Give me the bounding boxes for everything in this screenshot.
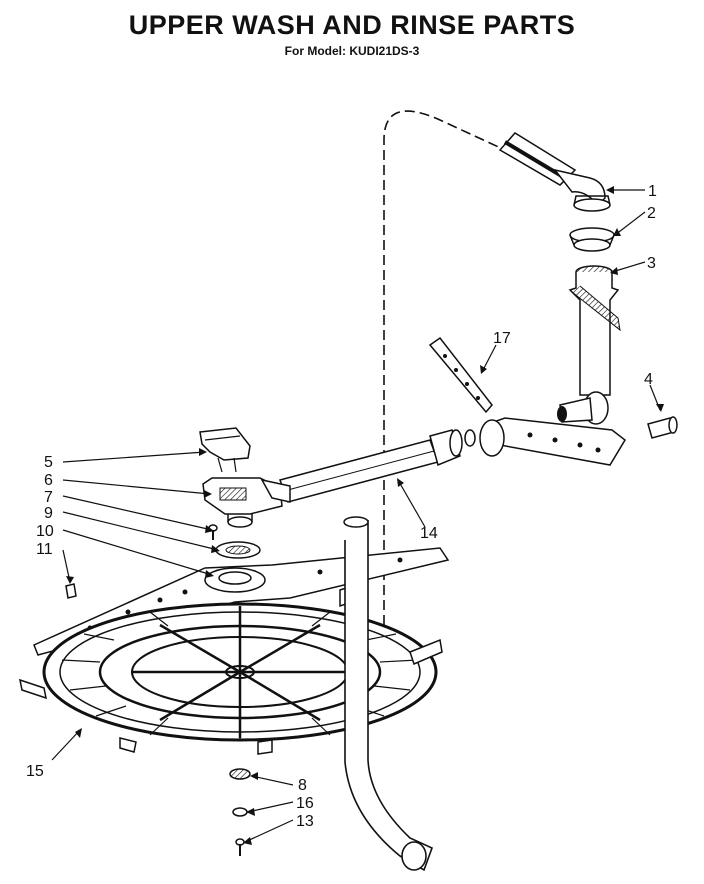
part-1-elbow	[573, 195, 611, 212]
part-6-coupling	[202, 477, 291, 528]
part-3-conduit	[557, 265, 621, 425]
callout-13: 13	[296, 813, 314, 830]
model-subtitle: For Model: KUDI21DS-3	[284, 44, 420, 58]
page-title: UPPER WASH AND RINSE PARTS	[128, 10, 576, 40]
callout-11: 11	[36, 541, 53, 558]
part-9-washer	[215, 541, 261, 559]
callout-9: 9	[44, 505, 53, 522]
supply-hose	[383, 110, 506, 700]
part-17-bracket	[428, 336, 493, 414]
callout-16: 16	[296, 795, 314, 812]
lower-water-tube	[343, 516, 434, 872]
callout-labels: 1 2 3 4 5 6 7 9 10 11 14 15 17 8 16 13	[26, 183, 657, 830]
callout-14: 14	[420, 525, 438, 542]
callout-1: 1	[648, 183, 657, 200]
part-16-washer	[232, 807, 248, 817]
part-4-cap	[647, 416, 678, 439]
callout-10: 10	[36, 523, 54, 540]
part-13-screw	[235, 838, 245, 856]
callout-8: 8	[298, 777, 307, 794]
callout-6: 6	[44, 472, 53, 489]
part-11-clip	[65, 583, 77, 599]
part-7-screw	[208, 524, 218, 540]
part-15-rack-frame	[19, 584, 443, 755]
callout-15: 15	[26, 763, 44, 780]
callout-3: 3	[647, 255, 656, 272]
part-5-clip	[199, 427, 251, 473]
upper-conduit-tube	[498, 132, 606, 207]
leader-arrowheads	[66, 186, 664, 845]
callout-2: 2	[647, 205, 656, 222]
part-14-tube	[279, 429, 463, 503]
callout-17: 17	[493, 330, 511, 347]
part-2-seal	[569, 227, 615, 252]
callout-5: 5	[44, 454, 53, 471]
part-8-washer	[229, 768, 251, 780]
manifold-plate	[464, 417, 626, 466]
leader-lines	[51, 189, 661, 843]
callout-4: 4	[644, 371, 653, 388]
callout-7: 7	[44, 489, 53, 506]
